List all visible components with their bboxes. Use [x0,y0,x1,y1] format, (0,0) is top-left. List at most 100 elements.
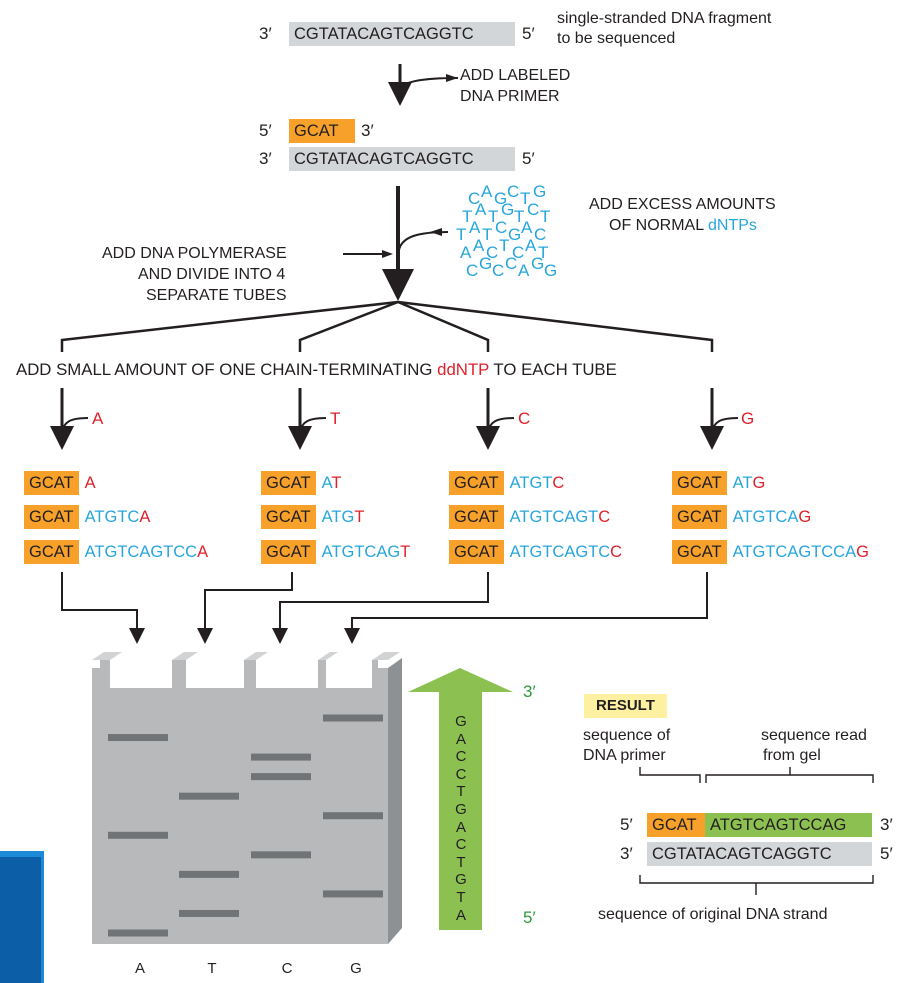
read-direction-arrow [408,668,513,930]
dntp-letter: C [486,243,499,262]
template-5prime-label: 5′ [522,149,535,168]
tube-A-product-1: GCAT A [24,471,96,495]
extension-bases: ATGT [509,474,553,492]
fragment-5prime-label: 5′ [522,24,535,43]
ddntp-caption: ADD SMALL AMOUNT OF ONE CHAIN-TERMINATIN… [16,360,617,380]
dntp-letter: C [468,189,481,208]
dntp-letter: G [501,200,515,219]
result-primer-sequence: GCAT [647,813,705,837]
dntp-letter: T [499,236,510,255]
primer-tag: GCAT [24,471,79,495]
dntp-letter: T [482,225,493,244]
dntp-letter: T [456,225,467,244]
branch-A [60,300,399,352]
tube-A-ddntp: A [92,409,104,428]
extension-bases: ATGTCAGTCCA [732,543,857,561]
polymerase-line3: SEPARATE TUBES [146,287,287,304]
result-row2-5prime: 5′ [880,844,893,863]
gel-band-C [251,851,311,859]
add-primer-line1: ADD LABELED [460,67,571,84]
result-badge: RESULT [584,694,667,718]
primer-tag: GCAT [261,540,316,564]
gel-face [92,660,388,944]
terminating-base: C [610,543,623,561]
extension-bases: A [321,474,332,492]
gel-band-C [251,753,311,761]
gel-band-T [179,909,239,917]
dntp-letter: G [508,225,522,244]
dntp-letter: C [492,261,505,280]
dntp-letter: C [534,225,547,244]
extension-bases: ATGTC [84,508,140,526]
terminating-base: C [552,474,565,492]
dntp-letter: C [507,182,520,201]
branch-T [298,300,399,352]
terminating-base: A [84,474,96,492]
dntp-letter: A [469,218,481,237]
extension-bases: AT [732,474,753,492]
dntp-letter: C [466,261,479,280]
primer-tag: GCAT [449,505,504,529]
gel-band-T [179,870,239,878]
dntp-letter: T [540,207,551,226]
terminating-base: T [354,508,365,526]
gel-comb-top [172,652,198,660]
dntp-letter: T [488,207,499,226]
terminating-base: A [139,508,151,526]
dntp-letter: A [521,218,533,237]
dntp-letter: A [460,243,472,262]
fragment-3prime-label: 3′ [259,24,272,43]
result-original-sequence: CGTATACAGTCAGGTC [647,842,872,866]
primer-5prime-label: 5′ [259,121,272,140]
gel-side-face [388,658,402,944]
dntp-letter: T [538,243,549,262]
primer-tag: GCAT [261,505,316,529]
gel-caption-line1: sequence read [761,727,867,744]
primer-tag: GCAT [261,471,316,495]
gel-lane-label-T: T [207,960,217,977]
branch-C [397,300,490,352]
extension-bases: ATGTCA [732,508,799,526]
result-read-sequence: ATGTCAGTCCAG [705,813,872,837]
gel-band-A [108,734,168,742]
tube-C-ddntp: C [518,409,531,428]
dntp-letter: C [512,243,525,262]
dntp-letter: G [479,254,493,273]
primer-caption-line1: sequence of [583,727,671,744]
ddntp-caption-suffix: TO EACH TUBE [489,360,617,379]
gel-band-C [251,773,311,781]
gel-read-ladder: G A C C T G A C T G T A [455,713,467,924]
primer-tag: GCAT [672,471,727,495]
polymerase-line2: AND DIVIDE INTO 4 [138,266,286,283]
dntp-letter: G [531,254,545,273]
terminating-base: A [197,543,209,561]
extension-bases: ATGTCAGT [509,508,599,526]
dntp-letter: A [518,261,530,280]
dntp-label-highlight: dNTPs [707,217,757,234]
primer-sequence: GCAT [289,119,355,143]
primer-tag: GCAT [672,505,727,529]
template-sequence: CGTATACAGTCAGGTC [289,147,515,171]
gel-lane-label-C: C [281,960,293,977]
extension-bases: ATG [321,508,355,526]
terminating-base: G [752,474,766,492]
primer-tag: GCAT [449,540,504,564]
result-row1-3prime: 3′ [880,815,893,834]
polymerase-line1: ADD DNA POLYMERASE [102,245,287,262]
dntp-letter: G [494,189,508,208]
gel-3prime-label: 3′ [523,682,536,701]
extension-bases: ATGTCAGTC [509,543,611,561]
dntp-label-prefix: OF NORMAL [609,217,708,234]
primer-tag: GCAT [672,540,727,564]
